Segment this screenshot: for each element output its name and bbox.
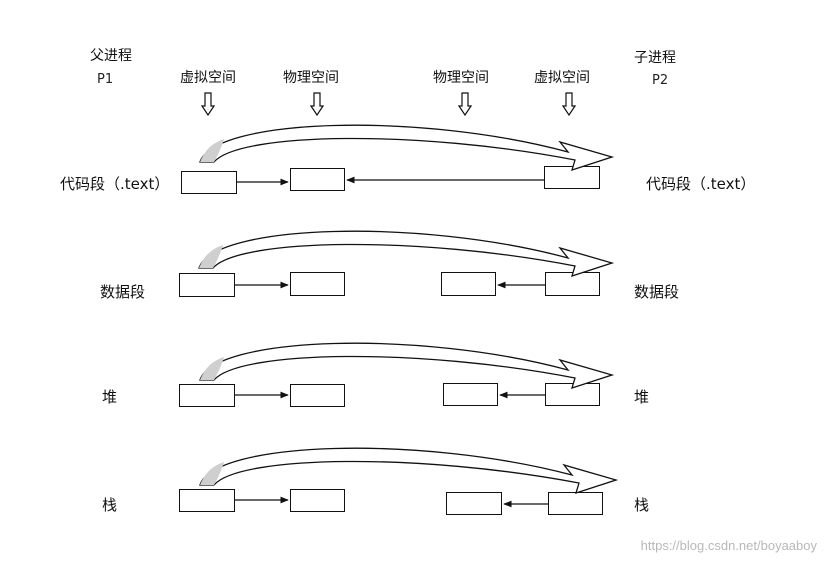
segment-label-right: 数据段 — [634, 283, 680, 301]
down-arrow-icon — [310, 92, 324, 116]
down-arrow-icon — [201, 92, 215, 116]
segment-label-right: 堆 — [634, 388, 650, 406]
column-child-virtual: 虚拟空间 — [534, 70, 590, 86]
parent-physical-box — [290, 272, 345, 296]
segment-label-left: 栈 — [102, 496, 118, 514]
fork-copy-arrow — [198, 230, 615, 278]
parent-virtual-box — [179, 489, 235, 512]
child-physical-box — [443, 383, 498, 406]
down-arrow-icon — [458, 92, 472, 116]
watermark: https://blog.csdn.net/boyaaboy — [640, 538, 817, 553]
fork-copy-arrow — [199, 447, 619, 495]
parent-virtual-box — [181, 171, 237, 194]
segment-label-left: 代码段（.text） — [60, 175, 170, 193]
child-process-title: 子进程 — [634, 50, 676, 66]
parent-virtual-box — [179, 273, 235, 297]
column-parent-physical: 物理空间 — [283, 70, 339, 86]
column-parent-virtual: 虚拟空间 — [180, 70, 236, 86]
segment-label-left: 堆 — [102, 388, 118, 406]
column-child-physical: 物理空间 — [433, 70, 489, 86]
fork-copy-arrow — [199, 124, 615, 172]
down-arrow-icon — [562, 92, 576, 116]
child-physical-box — [446, 492, 502, 515]
segment-label-right: 栈 — [634, 496, 650, 514]
child-physical-box — [441, 272, 496, 296]
parent-physical-box — [290, 384, 345, 407]
child-virtual-box — [545, 383, 600, 406]
shared-physical-box — [290, 168, 345, 191]
parent-process-id: P1 — [97, 72, 114, 87]
parent-physical-box — [290, 489, 345, 512]
segment-label-right: 代码段（.text） — [646, 175, 756, 193]
segment-label-left: 数据段 — [100, 283, 146, 301]
parent-virtual-box — [179, 384, 235, 407]
fork-copy-arrow — [199, 342, 615, 390]
child-virtual-box — [544, 166, 600, 189]
parent-process-title: 父进程 — [90, 48, 132, 64]
child-process-id: P2 — [652, 73, 669, 88]
